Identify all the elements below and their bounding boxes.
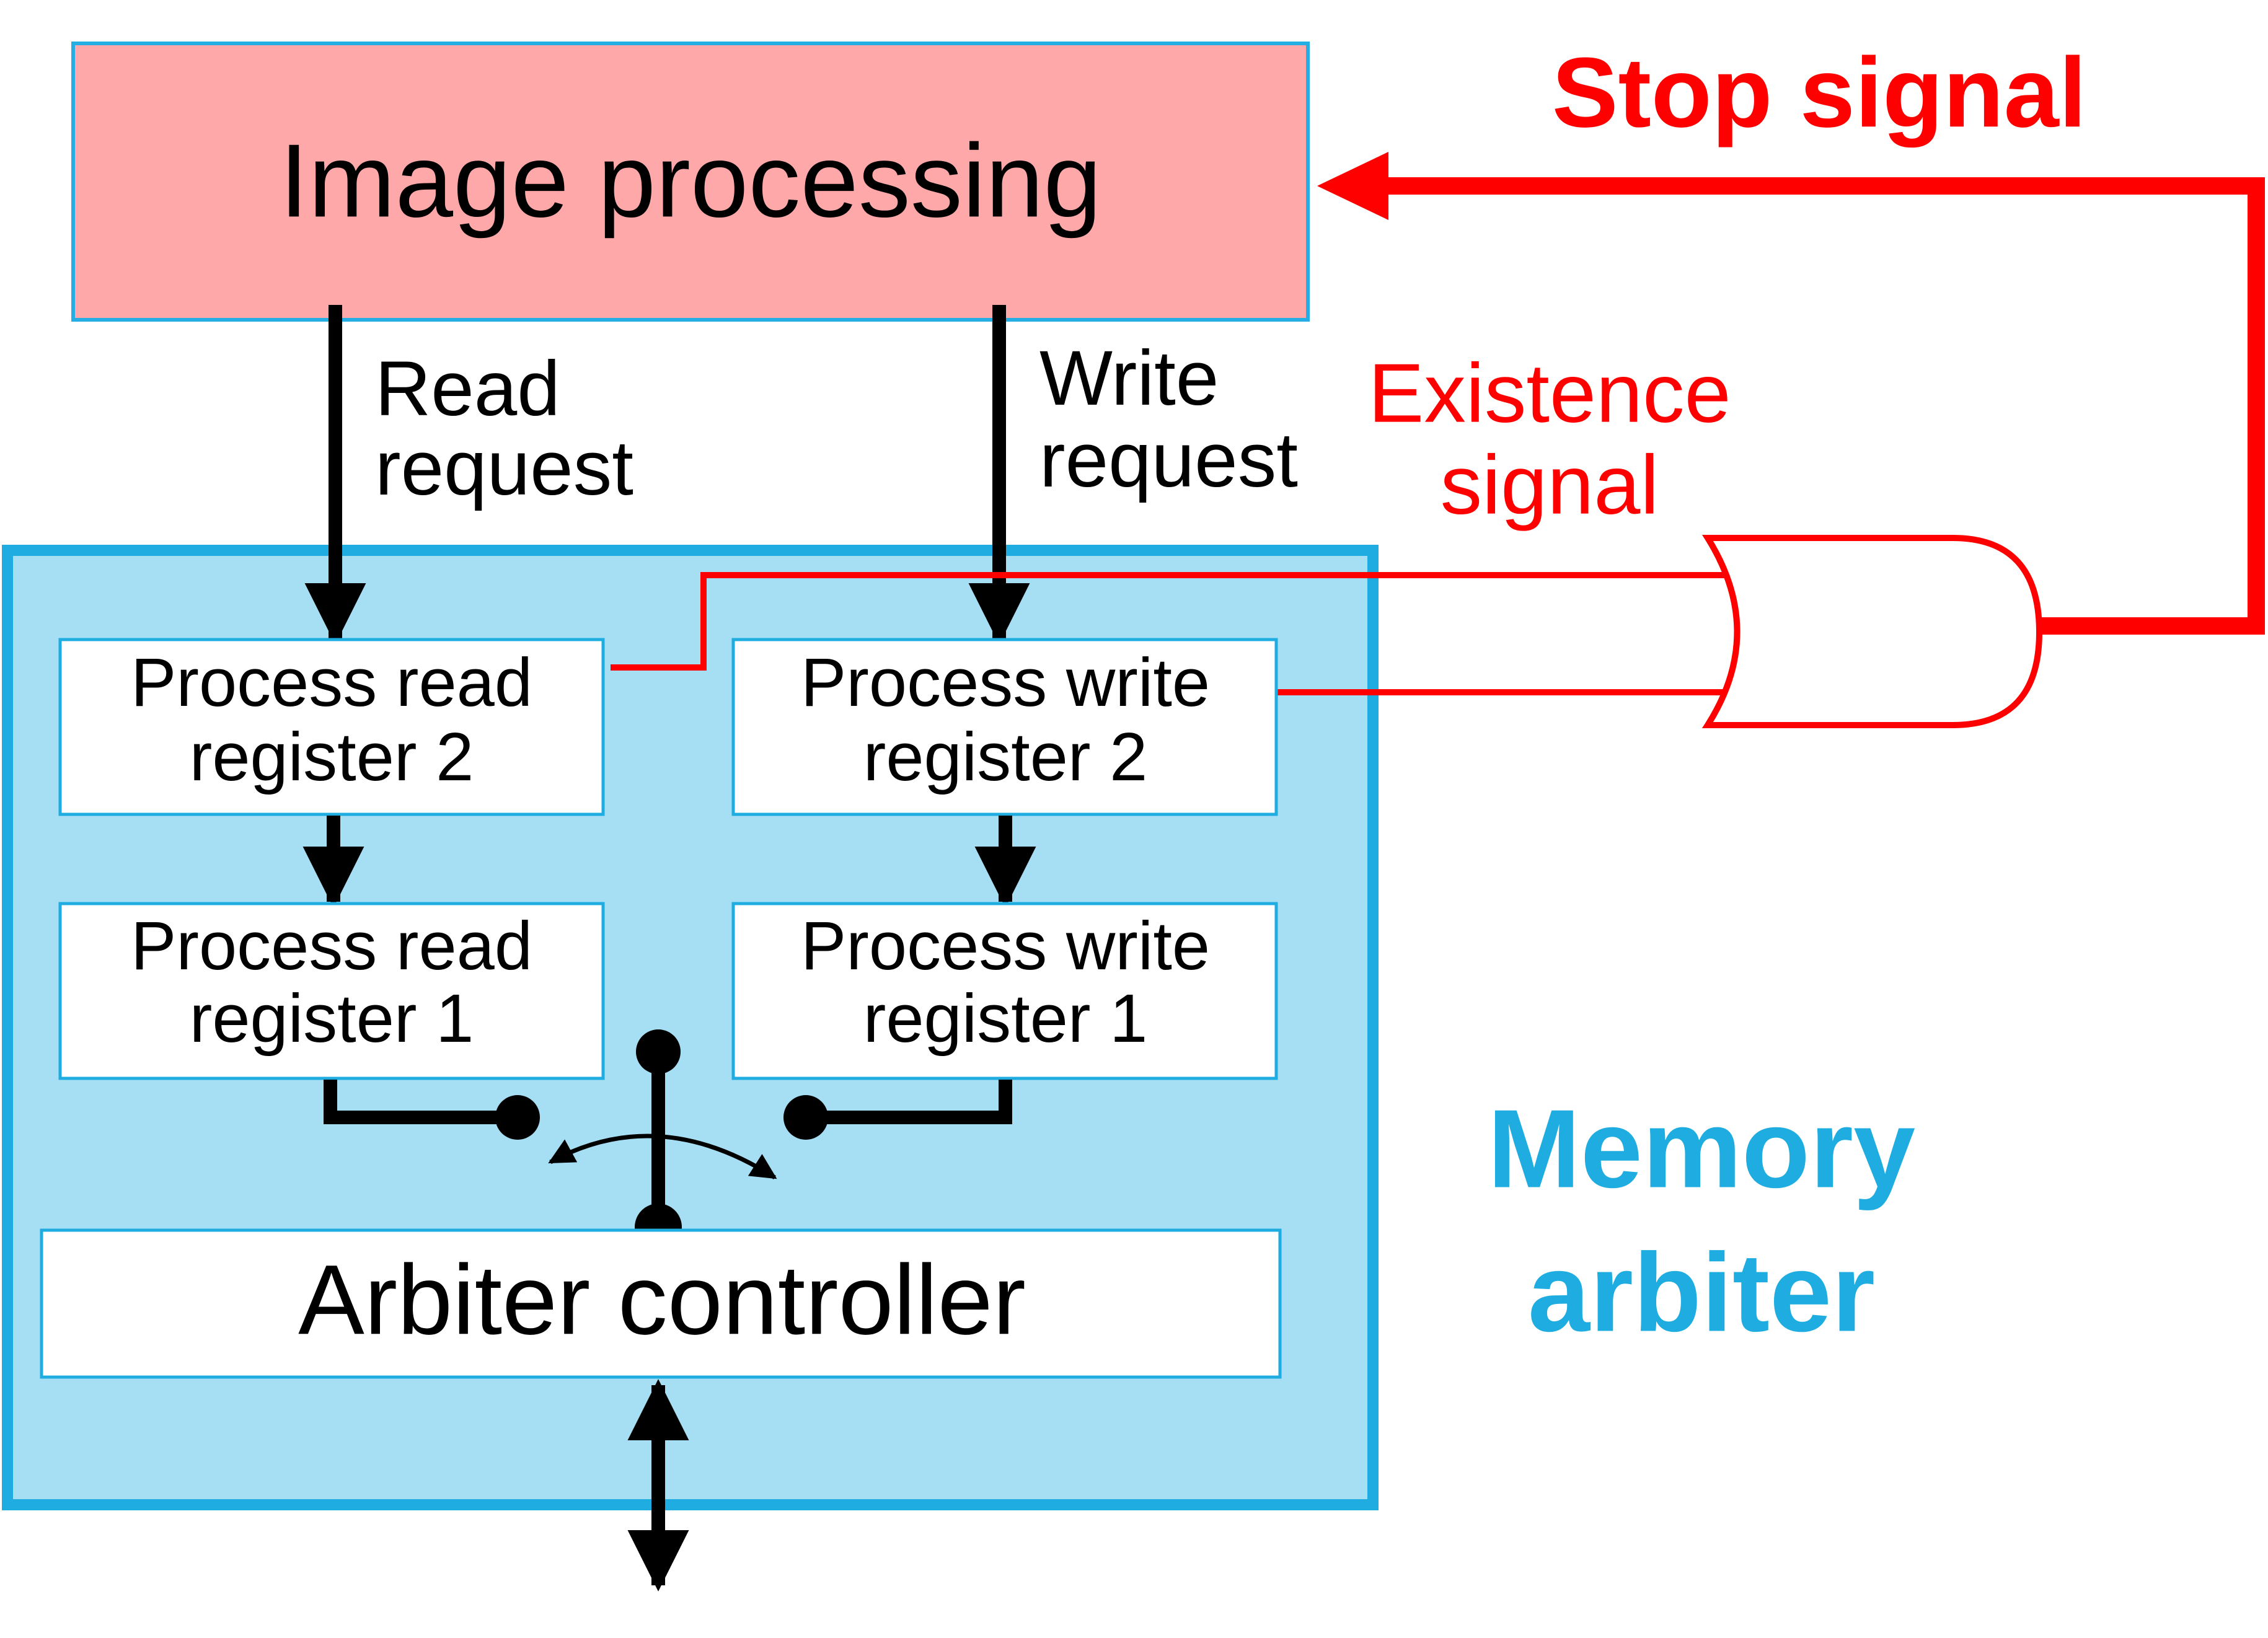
write-switch-contact <box>783 1095 828 1140</box>
process-read-register-2-box <box>58 638 605 816</box>
process-read-register-1-line1: Process read <box>131 908 532 984</box>
write-request-label-line2: request <box>1039 417 1298 503</box>
stop-signal-arrowhead <box>1317 152 1388 220</box>
process-read-register-2-line2: register 2 <box>190 719 474 795</box>
process-write-register-2-box <box>731 638 1278 816</box>
switch-pole-top-contact <box>636 1029 681 1074</box>
write-register-1-switch-wire <box>806 1080 1012 1124</box>
or-gate-icon <box>1701 535 2043 728</box>
read-request-label-line1: Read <box>375 346 560 432</box>
arbiter-controller-label: Arbiter controller <box>298 1244 1026 1355</box>
write-request-label-line1: Write <box>1039 335 1219 421</box>
existence-signal-label-line1: Existence <box>1368 346 1731 440</box>
existence-wire-read <box>611 572 1767 671</box>
read-register-1-switch-wire <box>324 1080 518 1124</box>
stop-signal-label: Stop signal <box>1552 37 2086 148</box>
process-read-register-1-line2: register 1 <box>190 980 474 1057</box>
arbiter-controller-box <box>40 1228 1282 1379</box>
process-write-register-1-line2: register 1 <box>863 980 1148 1057</box>
read-switch-contact <box>495 1095 540 1140</box>
switch-toggle-arrow <box>548 1134 777 1179</box>
process-write-register-2-line1: Process write <box>801 645 1210 721</box>
image-processing-box <box>71 42 1310 322</box>
image-processing-label: Image processing <box>280 122 1101 239</box>
process-write-register-1-line1: Process write <box>801 908 1210 984</box>
process-write-register-2-line2: register 2 <box>863 719 1148 795</box>
memory-arbiter-label-line1: Memory <box>1488 1087 1915 1212</box>
stop-signal-line <box>1373 177 2265 635</box>
read-request-label-line2: request <box>375 425 633 511</box>
existence-signal-label-line2: signal <box>1441 438 1659 532</box>
process-read-register-2-line1: Process read <box>131 645 532 721</box>
process-read-register-1-box <box>58 902 605 1080</box>
memory-arbiter-label-line2: arbiter <box>1528 1231 1875 1355</box>
process-write-register-1-box <box>731 902 1278 1080</box>
